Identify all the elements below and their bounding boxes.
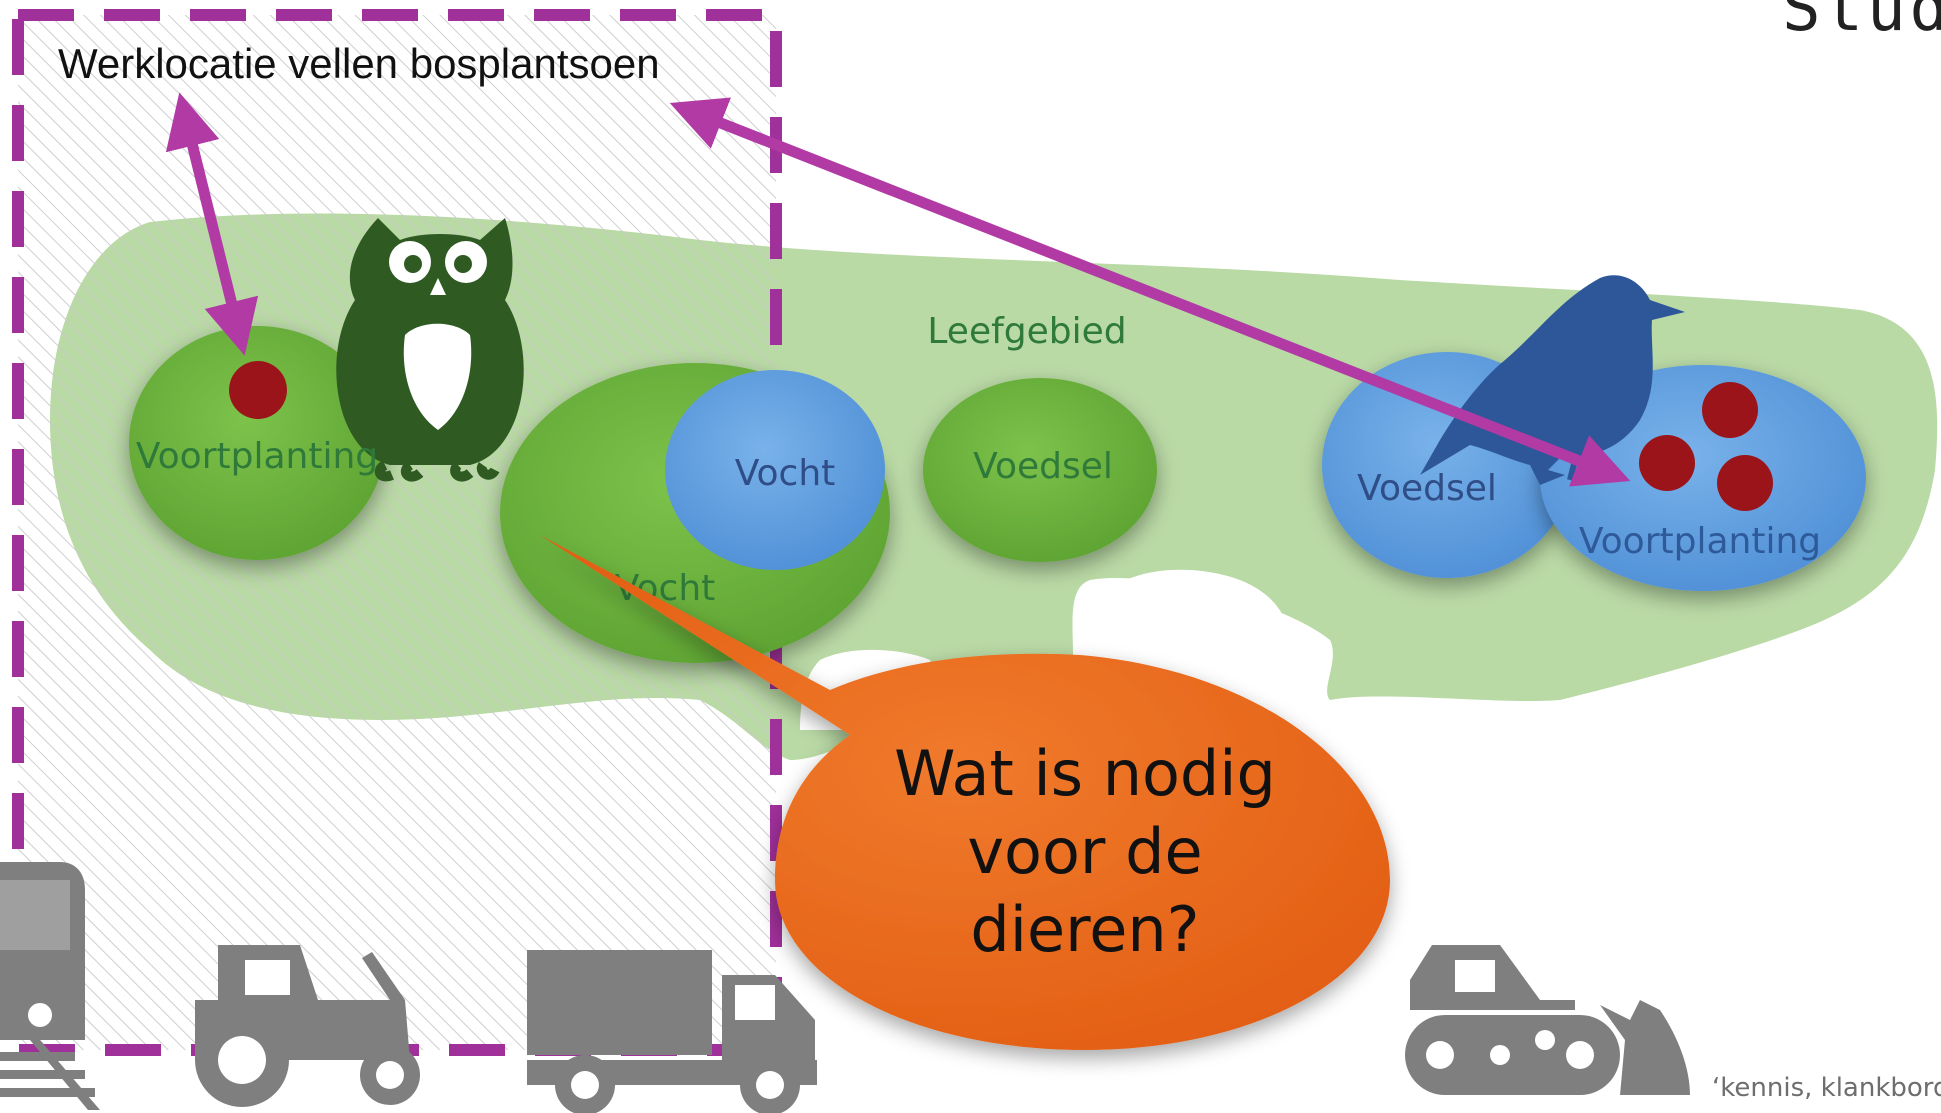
owl-icon bbox=[336, 218, 524, 482]
habitat-label: Leefgebied bbox=[927, 311, 1126, 352]
callout-line: dieren? bbox=[970, 893, 1200, 966]
callout-text: Wat is nodig voor de dieren? bbox=[850, 735, 1320, 969]
nest-dot bbox=[1639, 435, 1695, 491]
bulldozer-icon bbox=[1405, 945, 1690, 1095]
footer-text: ‘kennis, klankbord bbox=[1712, 1073, 1941, 1103]
train-icon bbox=[0, 862, 100, 1110]
tractor-icon bbox=[195, 945, 420, 1107]
callout-line: voor de bbox=[967, 815, 1203, 888]
owl-moisture-inner-label: Vocht bbox=[735, 453, 836, 494]
nest-dot bbox=[1717, 455, 1773, 511]
nest-dot bbox=[1702, 382, 1758, 438]
arrow-work-area-to-owl-nest bbox=[165, 92, 259, 356]
bird-reproduction-label: Voortplanting bbox=[1579, 521, 1821, 562]
truck-icon bbox=[527, 950, 817, 1113]
callout-line: Wat is nodig bbox=[894, 737, 1276, 810]
nest-dot bbox=[229, 361, 287, 419]
corner-title: Stud bbox=[1782, 0, 1941, 46]
footer-label: kennis, klankbord bbox=[1720, 1073, 1941, 1103]
owl-food-label: Voedsel bbox=[973, 446, 1113, 487]
work-area-title: Werklocatie vellen bosplantsoen bbox=[58, 40, 660, 87]
owl-reproduction-label: Voortplanting bbox=[136, 436, 378, 477]
footer-tick: ‘ bbox=[1712, 1073, 1721, 1103]
callout-bubble bbox=[540, 535, 1390, 1050]
bird-food-label: Voedsel bbox=[1357, 468, 1497, 509]
arrow-work-area-to-bird-nest bbox=[669, 97, 1631, 487]
owl-reproduction-circle bbox=[129, 326, 385, 560]
